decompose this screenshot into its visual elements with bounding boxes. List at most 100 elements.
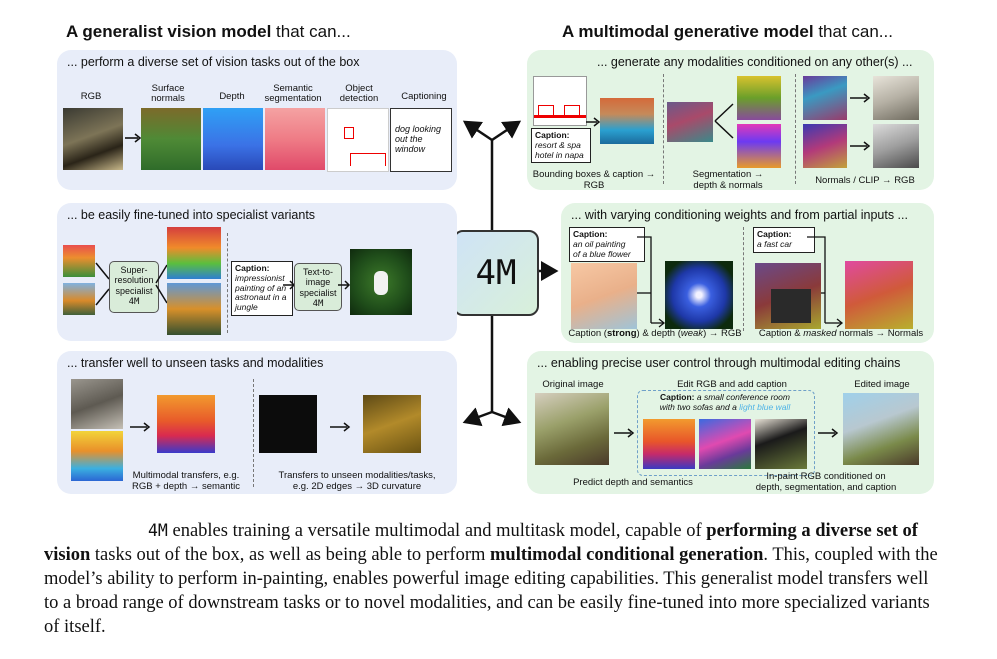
transfer-depth-image — [71, 431, 123, 481]
dashed-divider — [663, 74, 664, 184]
edit-masked-rgb-image — [755, 419, 807, 469]
super-resolution-specialist: Super- resolution specialist 4M — [109, 261, 159, 313]
astronaut-caption-text: impressionist painting of an astronaut i… — [235, 272, 287, 313]
paragraph-bold-2: multimodal conditional generation — [490, 545, 764, 565]
arrow-icon — [586, 117, 601, 127]
panel-fine-tuned-title: ... be easily fine-tuned into specialist… — [67, 208, 316, 222]
arrow-icon — [338, 280, 351, 290]
conditioning-sub-1-b: strong — [606, 328, 637, 339]
arrow-icon — [330, 422, 351, 432]
edit-depth-image — [643, 419, 695, 469]
depth-output-image — [737, 76, 781, 120]
panel-generate-title: ... generate any modalities conditioned … — [597, 55, 913, 69]
object-detection-image — [327, 108, 389, 172]
header-generative-bold: A multimodal generative model — [562, 22, 814, 41]
rgb-output-image-1 — [873, 76, 919, 120]
label-surface-normals: Surface normals — [151, 83, 185, 104]
low-res-image-1 — [63, 245, 95, 277]
super-resolution-specialist-label: Super- resolution specialist — [114, 265, 154, 296]
captioning-box: dog looking out the window — [390, 108, 452, 172]
bounding-boxes-image — [533, 76, 587, 126]
transfer-caption-1: Multimodal transfers, e.g. RGB + depth →… — [132, 470, 240, 492]
panel-transfer-title: ... transfer well to unseen tasks and mo… — [67, 356, 324, 370]
depth-image — [203, 108, 263, 170]
figure-caption-paragraph: 4M enables training a versatile multimod… — [44, 519, 944, 639]
low-res-image-2 — [63, 283, 95, 315]
label-depth: Depth — [219, 91, 245, 102]
hotel-caption-box: Caption: resort & spa hotel in napa — [531, 128, 591, 164]
astronaut-caption-label: Caption: — [235, 263, 270, 273]
edit-caption-text-b: light blue wall — [739, 401, 791, 412]
text-to-image-specialist-label: Text-to- image specialist — [299, 267, 337, 298]
semantic-segmentation-image — [265, 108, 325, 170]
edit-caption-text-a: a small conference room with two sofas a… — [659, 392, 790, 412]
segmentation-input-image — [667, 102, 713, 142]
astronaut-caption-box: Caption: impressionist painting of an as… — [231, 261, 293, 316]
paragraph-text-1: enables training a versatile multimodal … — [167, 521, 707, 541]
conditioning-sub-1: Caption (strong) & depth (weak) → RGB — [563, 328, 747, 340]
panel-vision-tasks: ... perform a diverse set of vision task… — [57, 50, 457, 190]
arrow-icon — [818, 428, 839, 438]
label-object-detection: Object detection — [339, 83, 379, 104]
conditioning-sub-2-c: normals → Normals — [836, 328, 924, 339]
paragraph-model-name: 4M — [148, 521, 168, 540]
conditioning-sub-2-a: Caption & — [758, 328, 804, 339]
blue-flower-output-image — [665, 261, 733, 329]
edit-semantic-image — [699, 419, 751, 469]
generate-sub-1: Bounding boxes & caption → RGB — [532, 169, 656, 191]
surface-normals-image — [141, 108, 201, 170]
arrow-icon — [850, 93, 871, 103]
normals-output-image — [845, 261, 913, 329]
edges-image — [259, 395, 317, 453]
edited-room-image — [843, 393, 919, 465]
label-original-image: Original image — [542, 379, 604, 390]
edit-group-box — [637, 390, 815, 476]
semantic-output-image — [157, 395, 215, 453]
panel-conditioning: ... with varying conditioning weights an… — [561, 203, 934, 343]
panel-editing: ... enabling precise user control throug… — [527, 351, 934, 494]
high-res-image-2 — [167, 283, 221, 335]
arrows-into-specialist — [95, 262, 110, 306]
clip-input-image — [803, 124, 847, 168]
label-edit-rgb: Edit RGB and add caption — [677, 379, 787, 390]
header-generalist-rest: that can... — [271, 22, 351, 41]
edit-caption-label: Caption: — [660, 392, 695, 402]
masked-normals-image — [755, 263, 821, 329]
dashed-divider — [253, 379, 254, 487]
flower-caption-box: Caption: an oil painting of a blue flowe… — [569, 227, 645, 263]
generate-sub-3: Normals / CLIP → RGB — [815, 175, 915, 186]
flower-depth-image — [571, 263, 637, 329]
edit-caption: Caption: a small conference room with tw… — [643, 392, 807, 413]
label-captioning: Captioning — [401, 91, 447, 102]
high-res-image-1 — [167, 227, 221, 279]
panel-fine-tuned: ... be easily fine-tuned into specialist… — [57, 203, 457, 341]
original-room-image — [535, 393, 609, 465]
car-connector — [807, 236, 844, 328]
header-generalist-bold: A generalist vision model — [66, 22, 272, 41]
panel-transfer: ... transfer well to unseen tasks and mo… — [57, 351, 457, 494]
arrows-out-specialist — [155, 264, 168, 304]
conditioning-sub-1-d: weak — [680, 328, 704, 339]
panel-vision-tasks-title: ... perform a diverse set of vision task… — [67, 55, 360, 69]
header-generalist: A generalist vision model that can... — [66, 22, 351, 42]
car-caption-text: a fast car — [757, 238, 792, 249]
header-generative: A multimodal generative model that can..… — [562, 22, 893, 42]
dashed-divider — [795, 74, 796, 184]
conditioning-sub-1-a: Caption ( — [568, 328, 607, 339]
hotel-caption-label: Caption: — [535, 130, 570, 140]
predict-caption: Predict depth and semantics — [573, 477, 693, 488]
arrow-icon — [125, 133, 142, 143]
dashed-divider — [227, 233, 228, 333]
label-semantic-segmentation: Semantic segmentation — [264, 83, 322, 104]
panel-editing-title: ... enabling precise user control throug… — [537, 356, 901, 370]
flower-connector — [637, 236, 666, 328]
text-to-image-specialist: Text-to- image specialist 4M — [294, 263, 342, 311]
conditioning-sub-2: Caption & masked normals → Normals — [751, 328, 931, 340]
curvature-image — [363, 395, 421, 453]
panel-conditioning-title: ... with varying conditioning weights an… — [571, 208, 908, 222]
rgb-output-image-2 — [873, 124, 919, 168]
normals-output-image — [737, 124, 781, 168]
paragraph-text-3: . This, coupled with the model’s ability… — [44, 545, 938, 637]
text-to-image-specialist-tag: 4M — [312, 299, 324, 310]
label-edited-image: Edited image — [854, 379, 910, 390]
